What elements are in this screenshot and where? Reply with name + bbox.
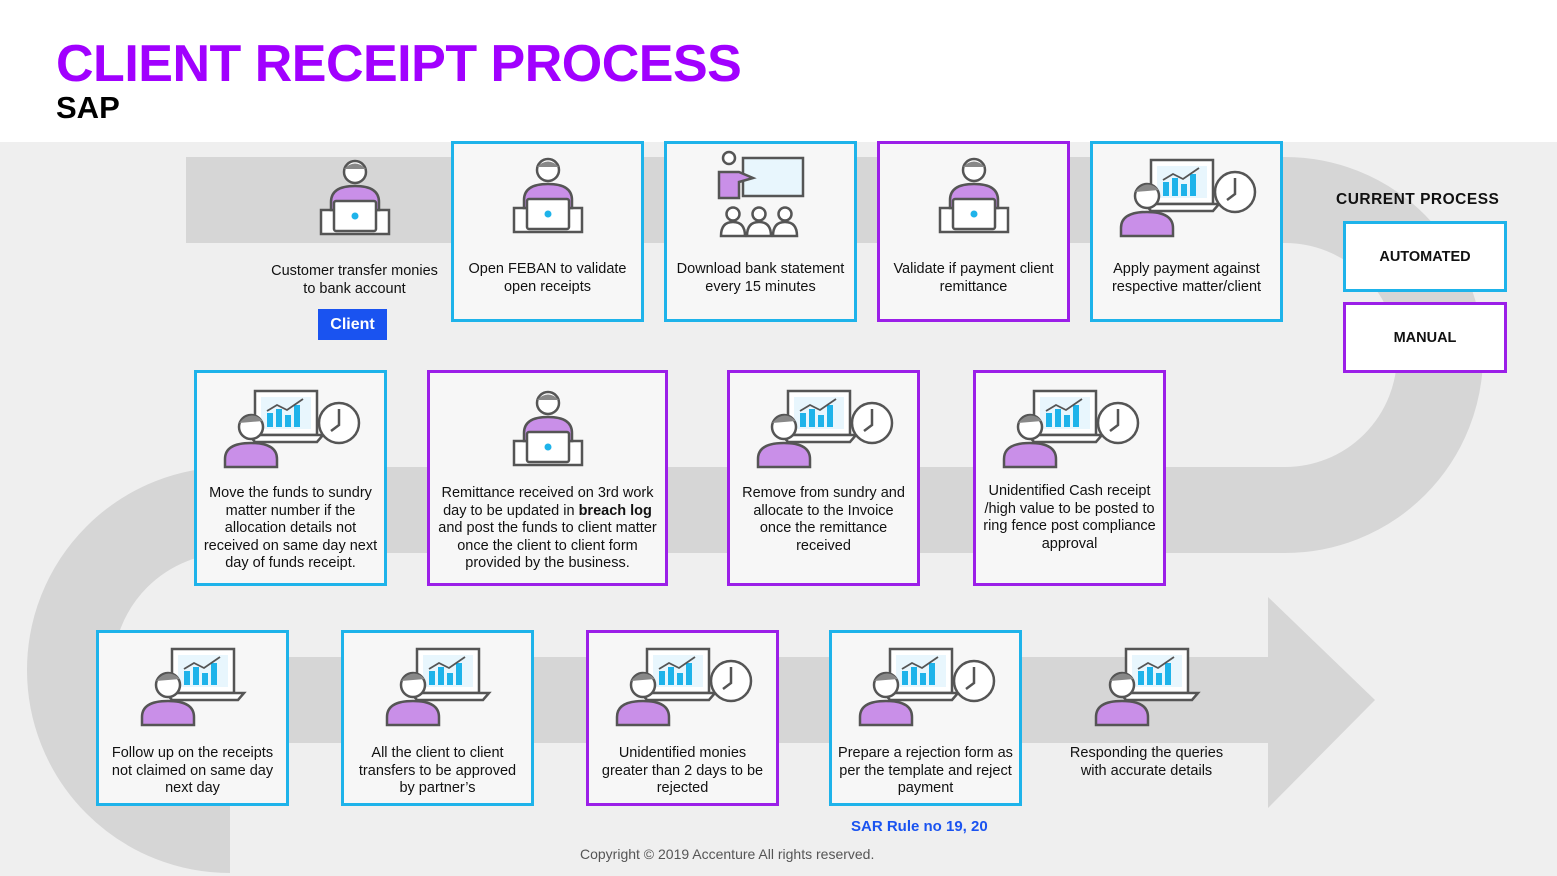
page-title: CLIENT RECEIPT PROCESS [56,35,742,93]
analyst-clock-icon [615,647,752,727]
flow-arrowhead [1268,597,1375,808]
analyst-clock-icon [223,389,360,469]
step-follow-up-receipts-text: Follow up on the receipts not claimed on… [111,745,274,796]
step-follow-up-receipts: Follow up on the receipts not claimed on… [96,630,289,806]
step-remove-from-sundry: Remove from sundry and allocate to the I… [727,370,920,586]
step-customer-transfer: Customer transfer monies to bank account [258,141,451,322]
page-subtitle: SAP [56,90,120,125]
analyst-chart-icon [140,647,247,727]
analyst-clock-icon [1119,158,1256,238]
sar-rule-note: SAR Rule no 19, 20 [851,818,988,835]
analyst-chart-icon [1094,647,1201,727]
person-laptop-icon [938,157,1009,234]
step-validate-payment: Validate if payment client remittance [877,141,1070,322]
step-apply-payment: Apply payment against respective matter/… [1090,141,1283,322]
legend-title: CURRENT PROCESS [1336,191,1500,208]
step-unidentified-monies: Unidentified monies greater than 2 days … [586,630,779,806]
analyst-chart-icon [385,647,492,727]
person-laptop-icon [512,390,583,467]
step-text-part: Remittance received on 3rd work day to b… [441,485,654,519]
step-customer-transfer-text: Customer transfer monies to bank account [271,263,438,297]
step-unidentified-cash-text: Unidentified Cash receipt /high value to… [983,483,1156,552]
flow-start [186,157,306,243]
step-open-feban: Open FEBAN to validate open receipts [451,141,644,322]
step-remittance-breach-log: Remittance received on 3rd work day to b… [427,370,668,586]
step-download-statement-text: Download bank statement every 15 minutes [676,261,845,295]
step-download-statement: Download bank statement every 15 minutes [664,141,857,322]
step-open-feban-text: Open FEBAN to validate open receipts [468,261,627,295]
copyright-footer: Copyright © 2019 Accenture All rights re… [580,846,875,862]
analyst-clock-icon [1002,389,1139,469]
step-validate-payment-text: Validate if payment client remittance [893,261,1054,295]
legend-manual: MANUAL [1343,302,1507,373]
breach-log-emphasis: breach log [578,502,652,519]
person-laptop-icon [319,159,390,236]
step-unidentified-monies-text: Unidentified monies greater than 2 days … [601,745,764,796]
step-apply-payment-text: Apply payment against respective matter/… [1111,261,1262,295]
step-remittance-breach-log-text: Remittance received on 3rd work day to b… [436,485,659,573]
step-responding-queries: Responding the queries with accurate det… [1050,630,1243,806]
step-responding-queries-text: Responding the queries with accurate det… [1069,745,1224,779]
step-client-transfer-approval: All the client to client transfers to be… [341,630,534,806]
person-laptop-icon [512,157,583,234]
step-rejection-form-text: Prepare a rejection form as per the temp… [838,745,1013,796]
step-remove-from-sundry-text: Remove from sundry and allocate to the I… [742,485,905,554]
legend-automated: AUTOMATED [1343,221,1507,292]
step-rejection-form: Prepare a rejection form as per the temp… [829,630,1022,806]
analyst-clock-icon [756,389,893,469]
step-move-funds-sundry: Move the funds to sundry matter number i… [194,370,387,586]
step-move-funds-sundry-text: Move the funds to sundry matter number i… [203,485,378,571]
step-text-part: and post the funds to client matter once… [438,520,657,571]
client-badge: Client [318,309,387,340]
step-unidentified-cash: Unidentified Cash receipt /high value to… [973,370,1166,586]
presentation-audience-icon [717,150,804,238]
step-client-transfer-approval-text: All the client to client transfers to be… [358,745,517,796]
analyst-clock-icon [858,647,995,727]
